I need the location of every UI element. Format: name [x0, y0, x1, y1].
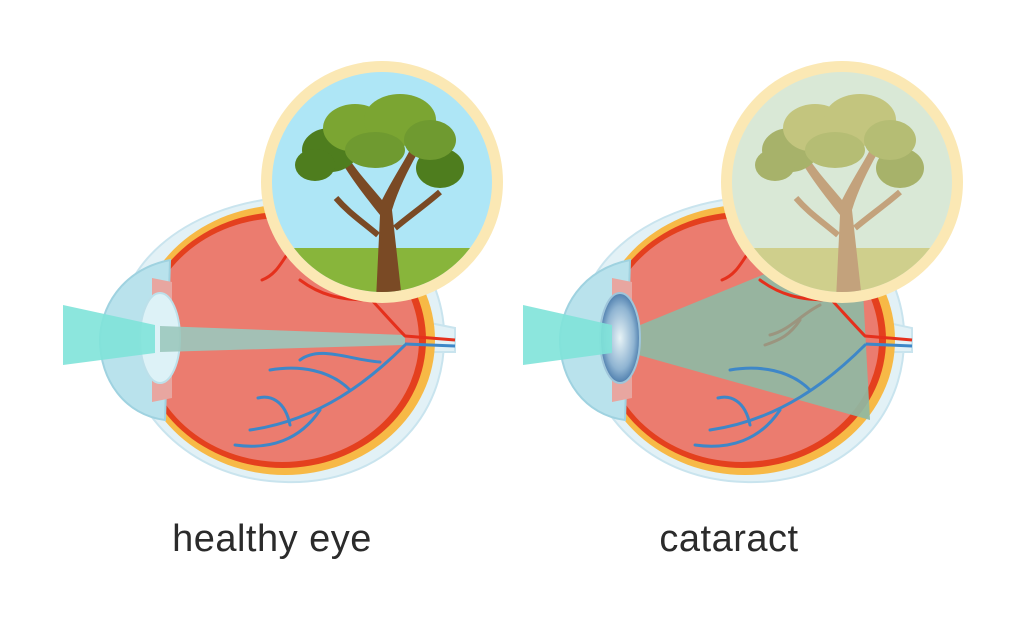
retinal-veins — [693, 343, 867, 448]
healthy-eye-diagram — [63, 61, 503, 484]
cataract-eye-diagram — [523, 61, 963, 484]
cataract-vision-view — [721, 61, 963, 303]
healthy-eye-caption: healthy eye — [172, 518, 372, 560]
tree-trunk — [335, 148, 417, 292]
light-beam-focused — [160, 326, 405, 352]
retinal-veins — [233, 343, 407, 448]
tree-trunk — [795, 148, 877, 292]
optic-nerve-vessels — [404, 334, 456, 342]
cataract-caption: cataract — [659, 518, 799, 560]
light-beam-incoming — [523, 305, 612, 365]
tree-foliage — [295, 94, 464, 188]
light-beam-incoming — [63, 305, 155, 365]
tree-foliage — [755, 94, 924, 188]
healthy-vision-view — [261, 61, 503, 303]
